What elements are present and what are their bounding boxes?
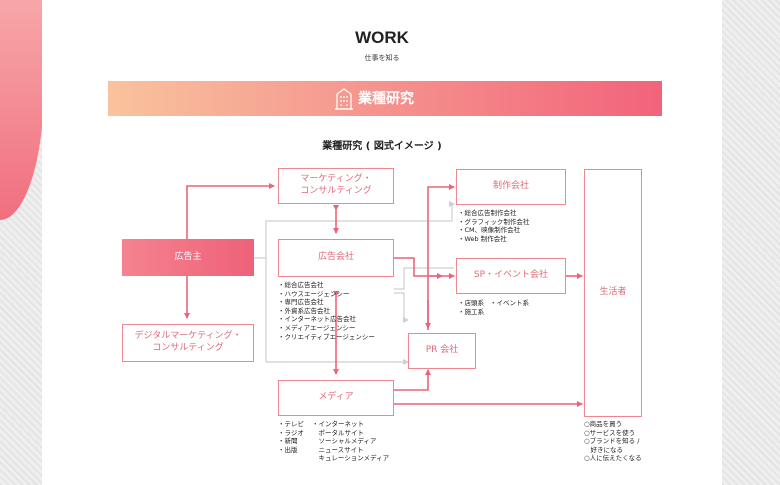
production-company-list: ・総合広告制作会社 ・グラフィック制作会社 ・CM、映像制作会社 ・Web 制作… bbox=[458, 209, 529, 243]
sp-event-list-right: ・イベント系 bbox=[490, 299, 529, 308]
list-item: ・クリエイティブエージェンシー bbox=[278, 332, 375, 341]
list-item: ・総合広告会社 bbox=[278, 281, 324, 289]
list-item: ○人に伝えたくなる bbox=[584, 454, 642, 463]
list-item: ・インターネット広告会社 bbox=[278, 315, 356, 324]
list-item: ・イベント系 bbox=[490, 299, 529, 307]
list-item: ・外資系広告会社 bbox=[278, 306, 330, 315]
consumer-action-list: ○商品を買う ○サービスを使う ○ブランドを知る / 好きになる ○人に伝えたく… bbox=[584, 420, 642, 463]
diagram-connectors bbox=[184, 183, 583, 407]
list-item: ・CM、映像制作会社 bbox=[458, 226, 521, 235]
list-item: ニュースサイト bbox=[312, 445, 364, 454]
page-subtitle: 仕事を知る bbox=[364, 54, 400, 62]
list-item: ・グラフィック制作会社 bbox=[458, 217, 530, 226]
main-content: WORK 仕事を知る 業種研究 業種研究 ( 図式イメージ ) bbox=[42, 0, 722, 485]
list-item: ・テレビ bbox=[278, 420, 304, 428]
consumer-box: 生活者 bbox=[584, 169, 642, 417]
page-title: WORK bbox=[355, 28, 409, 47]
list-item: 好きになる bbox=[584, 445, 624, 454]
advertiser-box: 広告主 bbox=[122, 239, 254, 276]
list-item: ・総合広告制作会社 bbox=[458, 209, 517, 217]
list-item: ○商品を買う bbox=[584, 420, 623, 428]
section-banner: 業種研究 bbox=[108, 81, 662, 116]
list-item: ・出版 bbox=[278, 445, 298, 454]
list-item: ・ハウスエージェンシー bbox=[278, 289, 350, 298]
digital-marketing-box: デジタルマーケティング・ コンサルティング bbox=[122, 324, 254, 362]
list-item: キュレーションメディア bbox=[312, 454, 390, 463]
list-item: ・専門広告会社 bbox=[278, 298, 324, 307]
ad-agency-list: ・総合広告会社 ・ハウスエージェンシー ・専門広告会社 ・外資系広告会社 ・イン… bbox=[278, 281, 375, 341]
list-item: ・新聞 bbox=[278, 437, 298, 446]
list-item: ・ラジオ bbox=[278, 428, 304, 437]
production-company-box: 制作会社 bbox=[456, 169, 566, 205]
media-box: メディア bbox=[278, 380, 394, 416]
diagram-title: 業種研究 ( 図式イメージ ) bbox=[322, 141, 442, 152]
list-item: ポータルサイト bbox=[312, 428, 365, 437]
media-list-internet: ・インターネット ポータルサイト ソーシャルメディア ニュースサイト キュレーシ… bbox=[312, 420, 389, 463]
banner-label: 業種研究 bbox=[358, 91, 414, 107]
media-list-traditional: ・テレビ ・ラジオ ・新聞 ・出版 bbox=[278, 420, 304, 454]
pr-company-box: PR 会社 bbox=[408, 333, 476, 369]
list-item: ・インターネット bbox=[312, 420, 364, 428]
list-item: ・メディアエージェンシー bbox=[278, 323, 356, 332]
ad-agency-box: 広告会社 bbox=[278, 239, 394, 277]
list-item: ・施工系 bbox=[458, 307, 484, 316]
list-item: ○サービスを使う bbox=[584, 428, 636, 437]
list-item: ・Web 制作会社 bbox=[458, 234, 507, 243]
sp-event-list-left: ・店頭系 ・施工系 bbox=[458, 299, 484, 316]
list-item: ソーシャルメディア bbox=[312, 437, 377, 446]
list-item: ○ブランドを知る / bbox=[584, 437, 640, 446]
marketing-consulting-box: マーケティング・ コンサルティング bbox=[278, 168, 394, 204]
list-item: ・店頭系 bbox=[458, 299, 484, 307]
right-pattern-background bbox=[722, 0, 780, 485]
sp-event-box: SP・イベント会社 bbox=[456, 258, 566, 294]
building-icon bbox=[334, 86, 354, 114]
